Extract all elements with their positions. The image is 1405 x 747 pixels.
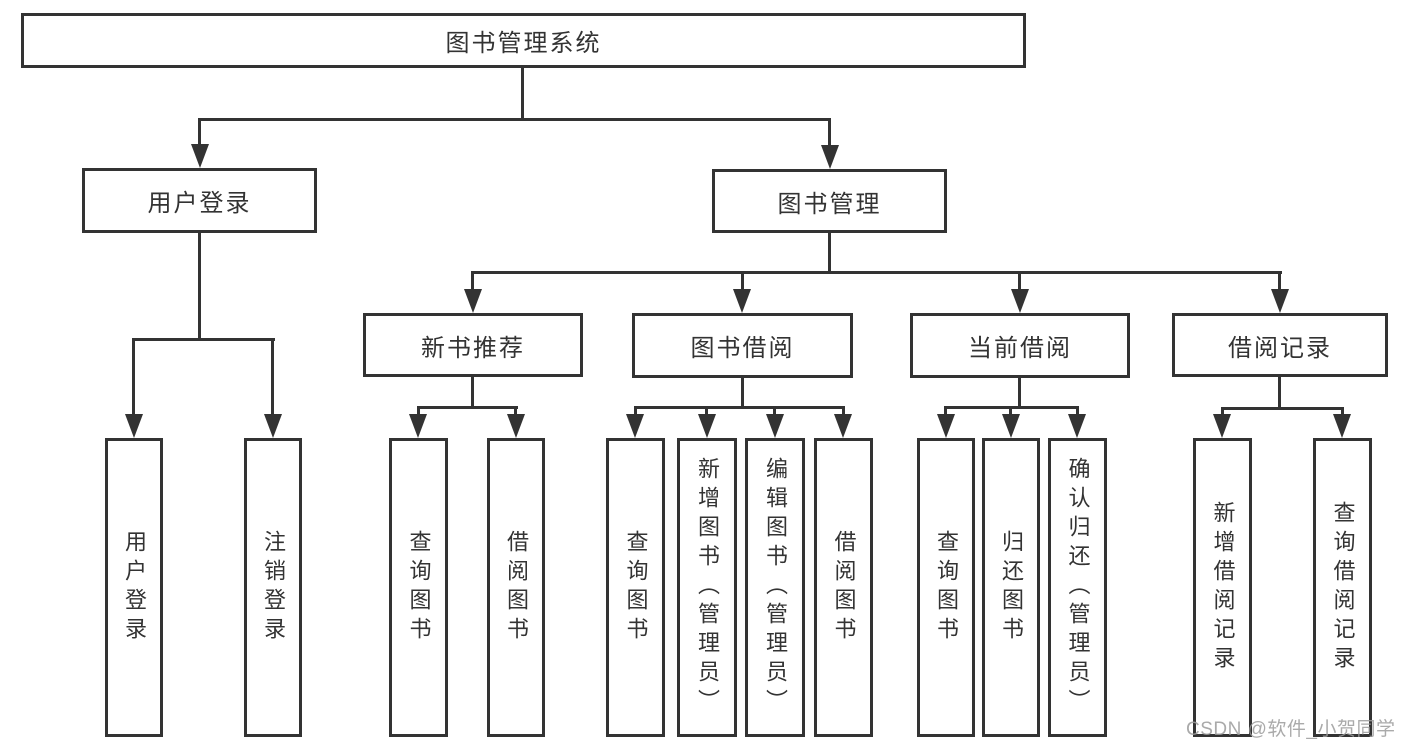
leaf-query-books-2: 查询图书 [606, 438, 665, 737]
connector-line [705, 406, 708, 416]
node-user-login: 用户登录 [82, 168, 317, 233]
connector-line [1018, 378, 1021, 408]
leaf-user-login: 用户登录 [105, 438, 163, 737]
connector-line [471, 271, 474, 291]
connector-line [944, 406, 947, 416]
node-label: 借阅记录 [1228, 334, 1332, 362]
leaf-label: 注销登录 [261, 529, 286, 646]
leaf-label: 新增借阅记录 [1210, 500, 1236, 675]
connector-line [634, 406, 637, 416]
connector-line [773, 406, 776, 416]
arrow-down-icon [937, 414, 955, 438]
leaf-label: 查询图书 [406, 529, 432, 646]
connector-line [1076, 406, 1079, 416]
connector-line [828, 233, 831, 273]
leaf-query-books-3: 查询图书 [917, 438, 975, 737]
arrow-down-icon [1213, 414, 1231, 438]
node-new-book-recommend: 新书推荐 [363, 313, 583, 377]
connector-line [417, 406, 420, 416]
connector-line [741, 271, 744, 291]
connector-line [634, 406, 845, 409]
arrow-down-icon [1068, 414, 1086, 438]
connector-line [198, 118, 201, 148]
arrow-down-icon [834, 414, 852, 438]
connector-line [1341, 407, 1344, 416]
leaf-return-books: 归还图书 [982, 438, 1040, 737]
leaf-label: 用户登录 [122, 529, 147, 646]
leaf-label: 归还图书 [999, 529, 1024, 646]
arrow-down-icon [409, 414, 427, 438]
leaf-label: 借阅图书 [504, 529, 529, 646]
connector-line [828, 118, 831, 149]
node-label: 当前借阅 [968, 335, 1072, 362]
leaf-edit-books-admin: 编辑图书（管理员） [745, 438, 805, 737]
node-library-management-system: 图书管理系统 [21, 13, 1026, 68]
node-label: 图书管理 [777, 190, 882, 218]
node-borrowing-records: 借阅记录 [1172, 313, 1388, 377]
connector-line [132, 338, 135, 416]
node-label: 图书管理系统 [445, 30, 602, 57]
connector-line [471, 377, 474, 408]
arrow-down-icon [1271, 289, 1289, 313]
connector-line [417, 406, 518, 409]
leaf-logout: 注销登录 [244, 438, 302, 737]
arrow-down-icon [507, 414, 525, 438]
arrow-down-icon [264, 414, 282, 438]
connector-line [521, 68, 524, 120]
node-current-borrowing: 当前借阅 [910, 313, 1130, 378]
leaf-add-borrow-record: 新增借阅记录 [1193, 438, 1252, 737]
leaf-label: 查询借阅记录 [1330, 500, 1356, 675]
leaf-label: 借阅图书 [831, 529, 857, 646]
leaf-query-borrow-record: 查询借阅记录 [1313, 438, 1372, 737]
leaf-label: 新增图书（管理员） [695, 457, 720, 718]
connector-line [198, 118, 831, 121]
node-label: 图书借阅 [690, 335, 795, 362]
arrow-down-icon [1011, 289, 1029, 313]
arrow-down-icon [464, 289, 482, 313]
arrow-down-icon [191, 144, 209, 168]
connector-line [1221, 407, 1224, 416]
connector-line [741, 378, 744, 408]
leaf-label: 确认归还（管理员） [1065, 457, 1091, 718]
connector-line [514, 406, 517, 416]
arrow-down-icon [698, 414, 716, 438]
arrow-down-icon [733, 289, 751, 313]
leaf-borrow-books-1: 借阅图书 [487, 438, 545, 737]
connector-line [1278, 377, 1281, 409]
arrow-down-icon [766, 414, 784, 438]
leaf-confirm-return-admin: 确认归还（管理员） [1048, 438, 1107, 737]
connector-line [471, 271, 1282, 274]
connector-line [132, 338, 275, 341]
connector-line [1009, 406, 1012, 416]
node-label: 用户登录 [147, 190, 252, 217]
leaf-add-books-admin: 新增图书（管理员） [677, 438, 737, 737]
arrow-down-icon [125, 414, 143, 438]
leaf-query-books-1: 查询图书 [389, 438, 448, 737]
connector-line [1278, 271, 1281, 291]
connector-line [271, 338, 274, 416]
leaf-label: 查询图书 [623, 529, 649, 646]
arrow-down-icon [1333, 414, 1351, 438]
csdn-watermark: CSDN @软件_小贺同学 [1186, 719, 1396, 740]
connector-line [1018, 271, 1021, 291]
leaf-borrow-books-2: 借阅图书 [814, 438, 873, 737]
arrow-down-icon [1002, 414, 1020, 438]
leaf-label: 编辑图书（管理员） [763, 457, 788, 718]
leaf-label: 查询图书 [934, 529, 959, 646]
node-label: 新书推荐 [421, 334, 525, 362]
node-book-management: 图书管理 [712, 169, 947, 233]
connector-line [198, 233, 201, 340]
connector-line [842, 406, 845, 416]
node-book-borrowing: 图书借阅 [632, 313, 853, 378]
arrow-down-icon [626, 414, 644, 438]
connector-line [1221, 407, 1344, 410]
arrow-down-icon [821, 145, 839, 169]
